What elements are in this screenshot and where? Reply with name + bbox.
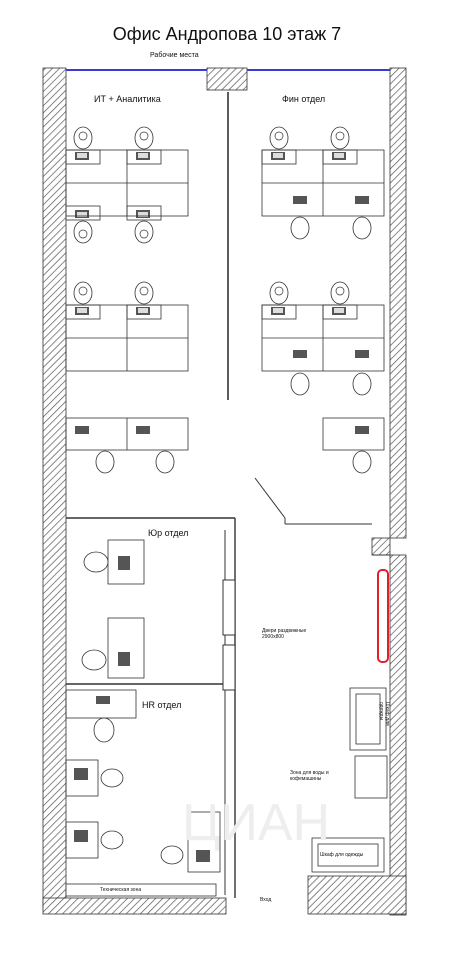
workstation (261, 281, 297, 320)
legal-workstations (81, 539, 145, 679)
fin-workstations (261, 126, 385, 474)
room-label-hr: HR отдел (142, 700, 182, 710)
workstation (322, 126, 358, 165)
doors-note: Двери раздвижные 2900х800 (262, 628, 307, 640)
radiator (377, 569, 389, 663)
cabinet-note-2: Шкаф для одежды (320, 852, 364, 858)
workstation (322, 281, 358, 320)
workstation (65, 205, 101, 244)
entrance-note: Вход (260, 897, 272, 903)
outer-walls (42, 67, 407, 916)
workstation (65, 126, 101, 165)
workstation (261, 126, 297, 165)
room-label-legal: Юр отдел (148, 528, 189, 538)
cabinet-note: Шкаф для одежды (378, 702, 390, 726)
room-label-it: ИТ + Аналитика (94, 94, 161, 104)
plan-title: Офис Андропова 10 этаж 7 (112, 24, 342, 44)
room-label-fin: Фин отдел (282, 94, 326, 104)
workstation (126, 281, 162, 320)
tech-zone-note: Техническая зона (100, 887, 142, 893)
hr-workstations (65, 689, 221, 873)
partitions (66, 92, 390, 898)
workstation (65, 281, 101, 320)
service-furniture (65, 687, 388, 897)
watermark: ЦИАН (182, 794, 330, 852)
it-workstations (65, 126, 189, 474)
workstation (126, 126, 162, 165)
water-zone-note: Зона для воды и кофемашины (290, 770, 329, 782)
workstation (126, 205, 162, 244)
plan-subtitle: Рабочие места (150, 52, 199, 59)
